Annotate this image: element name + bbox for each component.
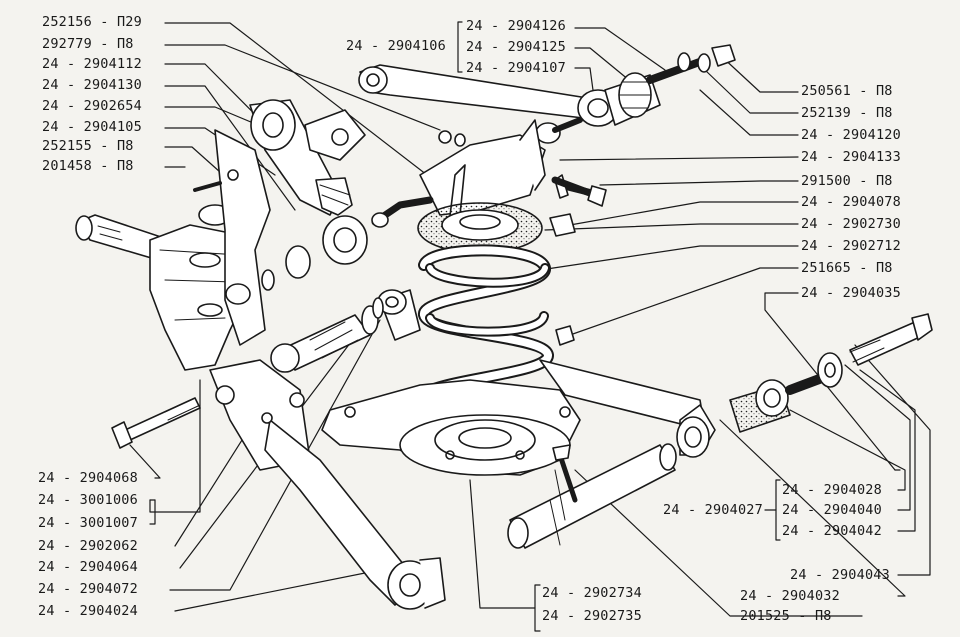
label-201458-p8: 201458 - П8 bbox=[42, 158, 134, 174]
label-291500-p8: 291500 - П8 bbox=[801, 173, 893, 189]
label-292779-p8: 292779 - П8 bbox=[42, 36, 134, 52]
label-24-2904125: 24 - 2904125 bbox=[466, 39, 566, 55]
label-24-2902654: 24 - 2902654 bbox=[42, 98, 142, 114]
leader-lines-right bbox=[539, 54, 901, 471]
label-24-2904126: 24 - 2904126 bbox=[466, 18, 566, 34]
lower-shaft-drawing bbox=[507, 443, 677, 549]
label-24-2904068: 24 - 2904068 bbox=[38, 470, 138, 486]
right-bushing-bolt-drawing bbox=[555, 313, 933, 458]
label-201525-p8: 201525 - П8 bbox=[740, 608, 832, 624]
label-252156-p29: 252156 - П29 bbox=[42, 14, 142, 30]
label-24-2904027: 24 - 2904027 bbox=[663, 502, 763, 518]
label-24-2904078: 24 - 2904078 bbox=[801, 194, 901, 210]
steering-knuckle-drawing bbox=[75, 129, 271, 371]
label-24-2904032: 24 - 2904032 bbox=[740, 588, 840, 604]
right-group-bracket bbox=[574, 344, 931, 617]
label-24-2902730: 24 - 2902730 bbox=[801, 216, 901, 232]
long-bolt-left-drawing bbox=[111, 397, 201, 449]
label-24-2904106: 24 - 2904106 bbox=[346, 38, 446, 54]
upper-arm-left-drawing bbox=[249, 99, 368, 291]
label-24-2904133: 24 - 2904133 bbox=[801, 149, 901, 165]
lower-arm-drawing bbox=[209, 289, 706, 610]
bottom-center-bracket bbox=[469, 479, 541, 632]
label-24-2902735: 24 - 2902735 bbox=[542, 608, 642, 624]
label-24-2902712: 24 - 2902712 bbox=[801, 238, 901, 254]
label-250561-p8: 250561 - П8 bbox=[801, 83, 893, 99]
label-24-2904107: 24 - 2904107 bbox=[466, 60, 566, 76]
label-24-2904035: 24 - 2904035 bbox=[801, 285, 901, 301]
label-252139-p8: 252139 - П8 bbox=[801, 105, 893, 121]
label-24-2904064: 24 - 2904064 bbox=[38, 559, 138, 575]
label-24-2904028: 24 - 2904028 bbox=[782, 482, 882, 498]
label-24-3001007: 24 - 3001007 bbox=[38, 515, 138, 531]
label-24-2904105: 24 - 2904105 bbox=[42, 119, 142, 135]
label-24-2902062: 24 - 2902062 bbox=[38, 538, 138, 554]
spring-seat-drawing bbox=[371, 119, 604, 254]
label-24-2904040: 24 - 2904040 bbox=[782, 502, 882, 518]
upper-arm-top-drawing bbox=[358, 44, 736, 147]
label-24-2904024: 24 - 2904024 bbox=[38, 603, 138, 619]
label-24-2904120: 24 - 2904120 bbox=[801, 127, 901, 143]
label-24-2904112: 24 - 2904112 bbox=[42, 56, 142, 72]
label-24-2904130: 24 - 2904130 bbox=[42, 77, 142, 93]
leader-lines-left bbox=[164, 22, 441, 211]
label-24-2904043: 24 - 2904043 bbox=[790, 567, 890, 583]
label-24-2904042: 24 - 2904042 bbox=[782, 523, 882, 539]
label-251665-p8: 251665 - П8 bbox=[801, 260, 893, 276]
label-24-3001006: 24 - 3001006 bbox=[38, 492, 138, 508]
label-252155-p8: 252155 - П8 bbox=[42, 138, 134, 154]
label-24-2902734: 24 - 2902734 bbox=[542, 585, 642, 601]
label-24-2904072: 24 - 2904072 bbox=[38, 581, 138, 597]
top-group-bracket bbox=[457, 21, 666, 106]
upper-bolt-drawing bbox=[551, 176, 607, 207]
